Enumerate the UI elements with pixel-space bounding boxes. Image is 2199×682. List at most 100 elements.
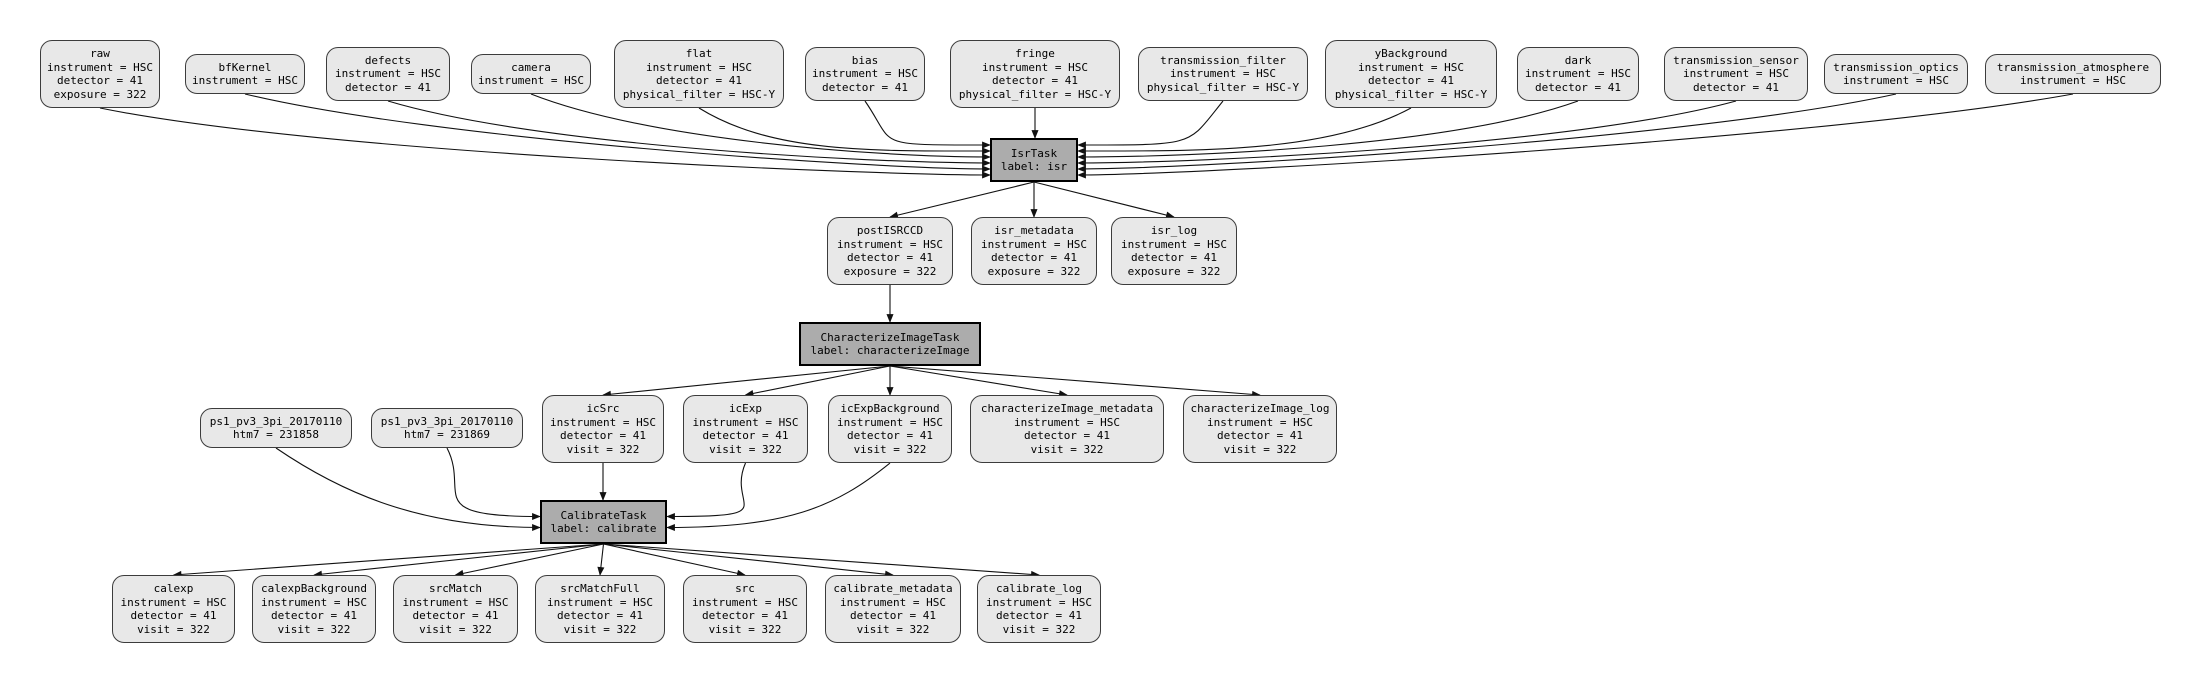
- node-title: transmission_atmosphere: [1996, 60, 2150, 74]
- node-attr: instrument = HSC: [550, 415, 656, 429]
- node-attr: physical_filter = HSC-Y: [1334, 87, 1488, 101]
- node-attr: label: isr: [1000, 160, 1068, 173]
- node-attr: physical_filter = HSC-Y: [622, 87, 776, 101]
- node-title: CalibrateTask: [560, 508, 647, 522]
- edge-calibrate-to-calexpBackground: [313, 543, 604, 578]
- node-attr: instrument = HSC: [335, 67, 441, 81]
- node-title: bias: [851, 53, 879, 67]
- node-attr: instrument = HSC: [646, 60, 752, 74]
- edge-characterizeImage-to-characterizeImage_metadata: [889, 365, 1068, 398]
- node-attr: detector = 41: [1216, 429, 1304, 442]
- node-title: transmission_optics: [1833, 60, 1959, 74]
- edge-isr-to-postISRCCD: [889, 181, 1035, 219]
- node-attr: visit = 322: [709, 442, 782, 456]
- node-attr: detector = 41: [1023, 429, 1111, 442]
- node-title: fringe: [1015, 47, 1055, 60]
- node-title: dark: [1564, 53, 1592, 67]
- node-attr: instrument = HSC: [402, 595, 509, 609]
- node-attr: detector = 41: [846, 251, 934, 264]
- node-attr: detector = 41: [995, 609, 1083, 622]
- node-attr: exposure = 322: [843, 264, 937, 278]
- edge-icExp-to-calibrate: [666, 462, 747, 521]
- node-attr: instrument = HSC: [837, 415, 943, 429]
- node-title: calexpBackground: [261, 582, 367, 595]
- node-title: ps1_pv3_3pi_20170110: [380, 414, 514, 428]
- node-attr: detector = 41: [1130, 251, 1218, 264]
- node-attr: detector = 41: [559, 429, 647, 442]
- edge-defects-to-isr: [387, 100, 991, 167]
- node-attr: label: characterizeImage: [810, 344, 970, 357]
- edge-flat-to-isr: [698, 107, 991, 155]
- node-attr: detector = 41: [130, 609, 217, 622]
- node-attr: instrument = HSC: [982, 60, 1088, 74]
- node-attr: instrument = HSC: [692, 595, 798, 609]
- edge-calibrate-to-calibrate_log: [603, 543, 1040, 578]
- node-attr: visit = 322: [708, 622, 782, 636]
- node-title: transmission_filter: [1160, 53, 1286, 67]
- edge-yBackground-to-isr: [1077, 107, 1412, 155]
- node-title: CharacterizeImageTask: [820, 330, 960, 344]
- node-attr: instrument = HSC: [1683, 67, 1789, 81]
- node-attr: visit = 322: [856, 622, 930, 636]
- edge-raw-to-isr: [99, 107, 991, 179]
- node-title: srcMatch: [429, 582, 482, 595]
- node-attr: detector = 41: [56, 74, 144, 87]
- node-title: isr_log: [1150, 224, 1198, 237]
- node-attr: detector = 41: [1367, 74, 1455, 87]
- edge-isr-to-isr_log: [1033, 181, 1175, 219]
- node-attr: instrument = HSC: [1525, 67, 1631, 81]
- node-title: icSrc: [586, 402, 620, 415]
- node-attr: detector = 41: [702, 429, 789, 442]
- node-attr: instrument = HSC: [261, 595, 367, 609]
- node-title: defects: [364, 53, 412, 67]
- edge-transmission_atmosphere-to-isr: [1077, 93, 2074, 179]
- node-title: flat: [685, 47, 713, 60]
- node-attr: detector = 41: [849, 609, 937, 622]
- node-title: calibrate_metadata: [833, 582, 953, 595]
- node-attr: visit = 322: [277, 622, 351, 636]
- node-title: calibrate_log: [995, 582, 1083, 595]
- node-title: ps1_pv3_3pi_20170110: [209, 414, 343, 428]
- node-attr: instrument = HSC: [1358, 60, 1464, 74]
- node-attr: visit = 322: [1030, 442, 1104, 456]
- node-attr: visit = 322: [1002, 622, 1076, 636]
- node-attr: exposure = 322: [53, 87, 147, 101]
- edge-bfKernel-to-isr: [244, 93, 991, 173]
- node-attr: detector = 41: [556, 609, 644, 622]
- node-title: icExpBackground: [840, 402, 940, 415]
- node-title: IsrTask: [1010, 146, 1058, 160]
- node-attr: label: calibrate: [550, 522, 657, 535]
- node-attr: detector = 41: [270, 609, 358, 622]
- node-title: postISRCCD: [856, 224, 924, 237]
- node-attr: instrument = HSC: [547, 595, 653, 609]
- edge-calibrate-to-calibrate_metadata: [603, 543, 894, 578]
- node-title: characterizeImage_log: [1190, 402, 1330, 415]
- edge-calibrate-to-srcMatchFull: [597, 543, 605, 576]
- node-attr: physical_filter = HSC-Y: [958, 87, 1112, 101]
- edge-camera-to-isr: [530, 93, 991, 161]
